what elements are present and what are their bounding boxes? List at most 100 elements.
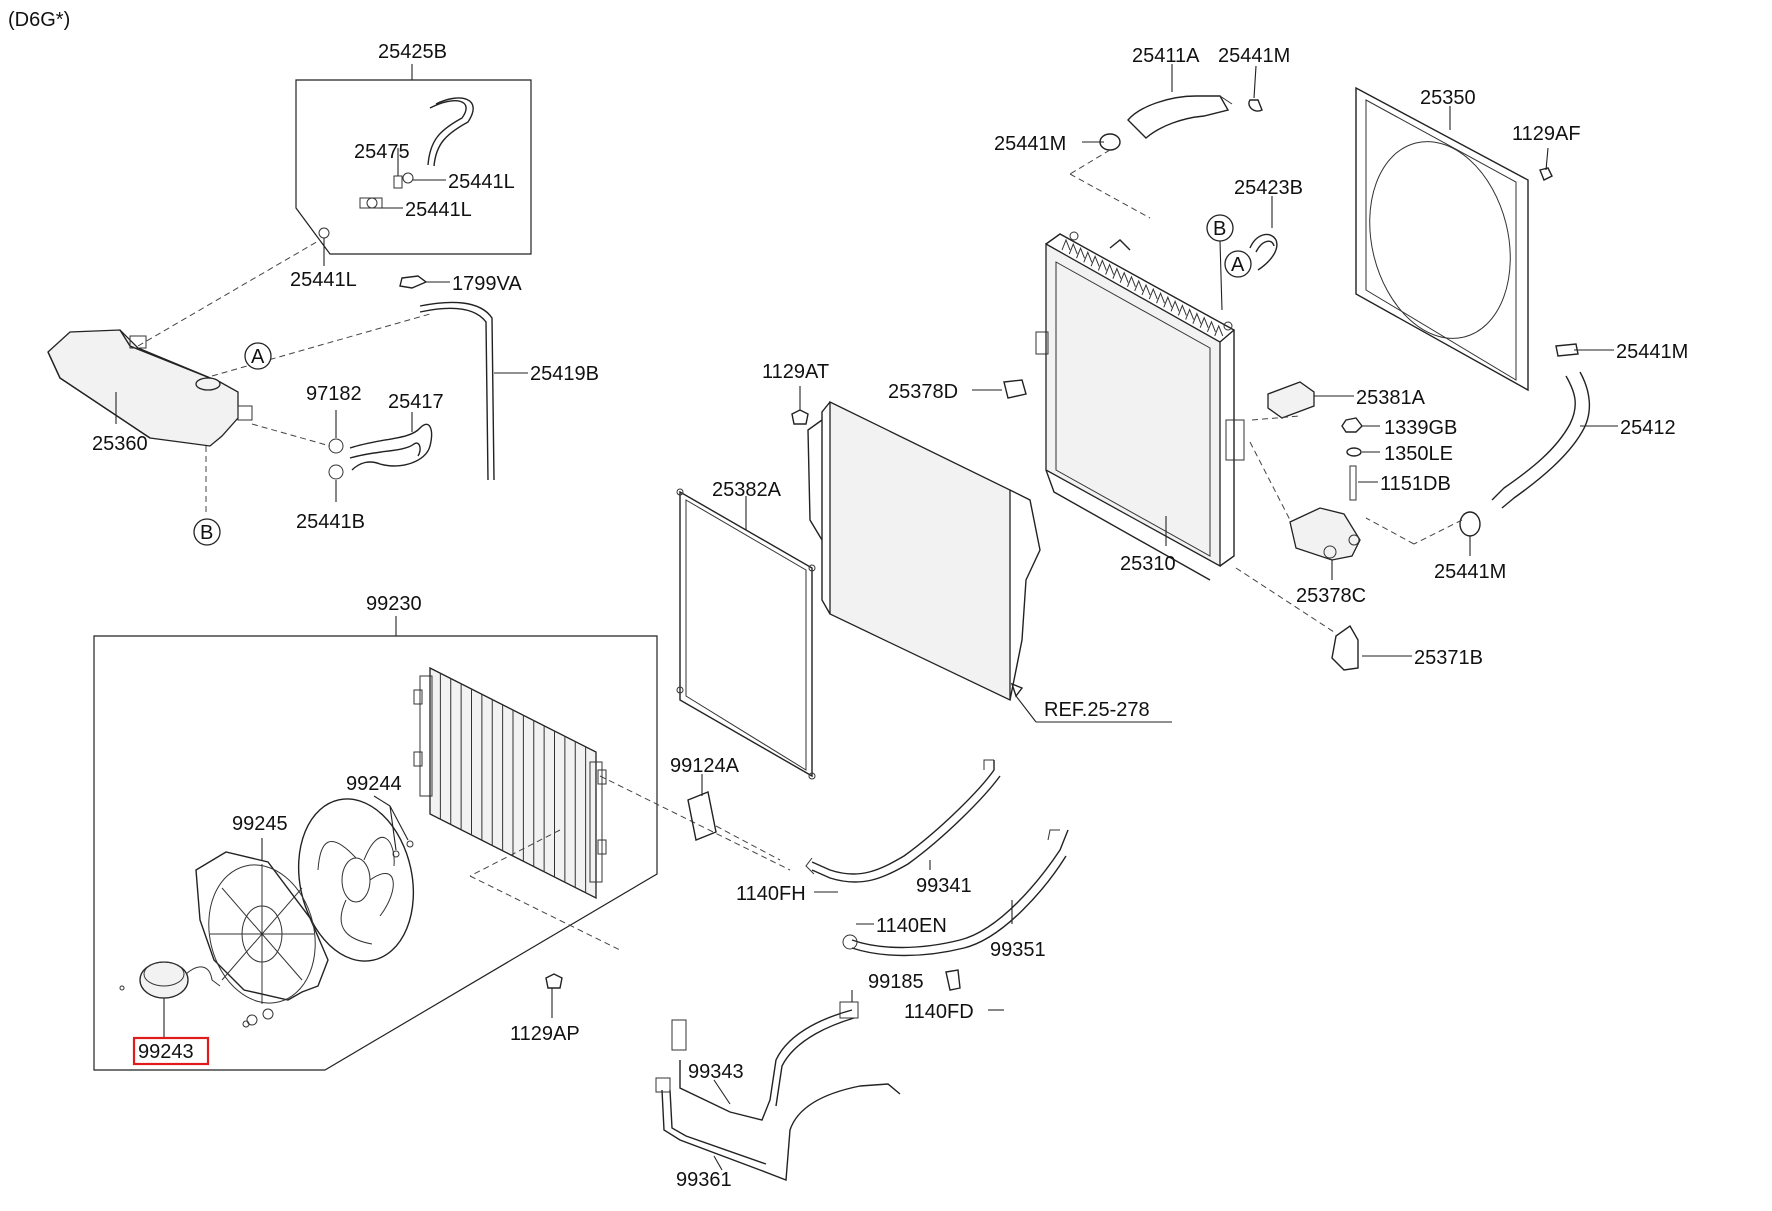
- frame-25382A: [676, 488, 816, 780]
- label-99124A: 99124A: [670, 755, 740, 777]
- radiator-tank-rib: [1076, 246, 1086, 259]
- label-25360: 25360: [92, 433, 148, 455]
- bracket-25378C: [1289, 507, 1361, 580]
- label-25412: 25412: [1620, 417, 1676, 439]
- label-25419B: 25419B: [530, 363, 599, 385]
- marker-a-radiator: [1224, 250, 1252, 278]
- radiator-tank-rib: [1163, 295, 1173, 308]
- bolt-1129AP: [545, 973, 563, 1018]
- upper-hose-25411A: [1127, 64, 1233, 139]
- label-25441B: 25441B: [296, 511, 365, 533]
- label-25475: 25475: [354, 141, 410, 163]
- label-1140FD: 1140FD: [904, 1001, 974, 1023]
- fan-blade-99244: [297, 798, 415, 962]
- bolt-1151DB: [1349, 465, 1378, 501]
- label-99361: 99361: [676, 1169, 732, 1191]
- label-99244: 99244: [346, 773, 402, 795]
- radiator-core-front: [807, 400, 1041, 702]
- washer-1350LE: [1346, 447, 1380, 457]
- ref-label: REF.25-278: [1044, 699, 1150, 721]
- radiator-tank-rib: [1126, 275, 1136, 288]
- label-1799VA: 1799VA: [452, 273, 522, 295]
- radiator-tank-rib: [1068, 242, 1078, 255]
- radiator-tank-rib: [1156, 291, 1166, 304]
- radiator-tank-rib: [1083, 250, 1093, 263]
- lower-hose-25412: [1491, 371, 1618, 509]
- radiator-tank-rib: [1119, 271, 1129, 283]
- label-25310: 25310: [1120, 553, 1176, 575]
- fan-shroud-99245: [195, 851, 329, 1004]
- ref-arrow: [1010, 682, 1172, 723]
- label-1140FH: 1140FH: [736, 883, 806, 905]
- label-1350LE: 1350LE: [1384, 443, 1453, 465]
- radiator-tank-rib: [1206, 320, 1216, 333]
- label-25441L-a: 25441L: [448, 171, 515, 193]
- label-97182: 97182: [306, 383, 362, 405]
- label-25382A: 25382A: [712, 479, 782, 501]
- radiator-tank-rib: [1192, 312, 1202, 324]
- marker-b-radiator-text: B: [1213, 218, 1226, 240]
- label-1151DB: 1151DB: [1380, 473, 1451, 495]
- label-1140EN: 1140EN: [876, 915, 947, 937]
- fan-shroud-25350: [1355, 86, 1529, 392]
- radiator-tank-rib: [1061, 238, 1071, 251]
- label-25350: 25350: [1420, 87, 1476, 109]
- radiator-tank-rib: [1177, 304, 1187, 316]
- marker-a-radiator-text: A: [1231, 254, 1245, 276]
- bracket-99124A: [687, 774, 717, 841]
- label-99185: 99185: [868, 971, 924, 993]
- radiator-tank-rib: [1185, 308, 1195, 320]
- marker-a-reservoir: [244, 342, 272, 370]
- label-99230: 99230: [366, 593, 422, 615]
- engine-code-label: (D6G*): [8, 9, 70, 31]
- reservoir-tank-25360: [47, 329, 253, 447]
- radiator-tank-rib: [1199, 316, 1209, 328]
- label-25378D: 25378D: [888, 381, 958, 403]
- label-99245: 99245: [232, 813, 288, 835]
- radiator-tank-rib: [1170, 300, 1180, 312]
- clamp-25441M-a: [1248, 99, 1263, 112]
- highlight-box-99243: [132, 1036, 210, 1066]
- label-1129AT: 1129AT: [762, 361, 829, 383]
- fan-motor-99243: [119, 961, 274, 1038]
- hose-25423B: [1249, 196, 1278, 271]
- label-1129AP: 1129AP: [510, 1023, 580, 1045]
- radiator-tank-rib: [1112, 267, 1122, 279]
- label-25441M-c: 25441M: [1616, 341, 1688, 363]
- bolt-1129AT: [791, 386, 809, 425]
- ac-line-99361: [655, 1077, 901, 1181]
- label-25378C: 25378C: [1296, 585, 1366, 607]
- radiator-tank-rib: [1090, 255, 1100, 267]
- ac-line-99343: [671, 990, 859, 1121]
- clamp-25441M-d: [1459, 511, 1481, 556]
- label-99243: 99243: [138, 1041, 194, 1063]
- label-25441L-c: 25441L: [290, 269, 357, 291]
- clip-99185: [945, 969, 961, 991]
- label-99351: 99351: [990, 939, 1046, 961]
- label-25441M-a: 25441M: [1218, 45, 1290, 67]
- sensor-1799VA: [399, 275, 450, 289]
- label-25441L-b: 25441L: [405, 199, 472, 221]
- label-1339GB: 1339GB: [1384, 417, 1457, 439]
- radiator-tank-rib: [1148, 287, 1158, 300]
- ac-line-99341: [805, 759, 1001, 883]
- radiator-tank-rib: [1097, 259, 1107, 271]
- marker-a-reservoir-text: A: [251, 346, 265, 368]
- clamp-25441M-c: [1555, 343, 1579, 357]
- label-99343: 99343: [688, 1061, 744, 1083]
- nut-1339GB: [1341, 417, 1380, 433]
- label-25423B: 25423B: [1234, 177, 1303, 199]
- label-25441M-b: 25441M: [994, 133, 1066, 155]
- hose-25417: [251, 410, 433, 502]
- marker-b-reservoir-text: B: [200, 522, 213, 544]
- label-1129AF: 1129AF: [1512, 123, 1581, 145]
- label-25425B: 25425B: [378, 41, 447, 63]
- radiator-tank-rib: [1134, 279, 1144, 292]
- mount-25381A: [1267, 381, 1354, 419]
- radiator-tank-rib: [1141, 283, 1151, 296]
- kit-box-99230: [93, 635, 658, 1071]
- label-25411A: 25411A: [1132, 45, 1200, 67]
- label-25441M-d: 25441M: [1434, 561, 1506, 583]
- hose-kit-25425B: [295, 79, 532, 266]
